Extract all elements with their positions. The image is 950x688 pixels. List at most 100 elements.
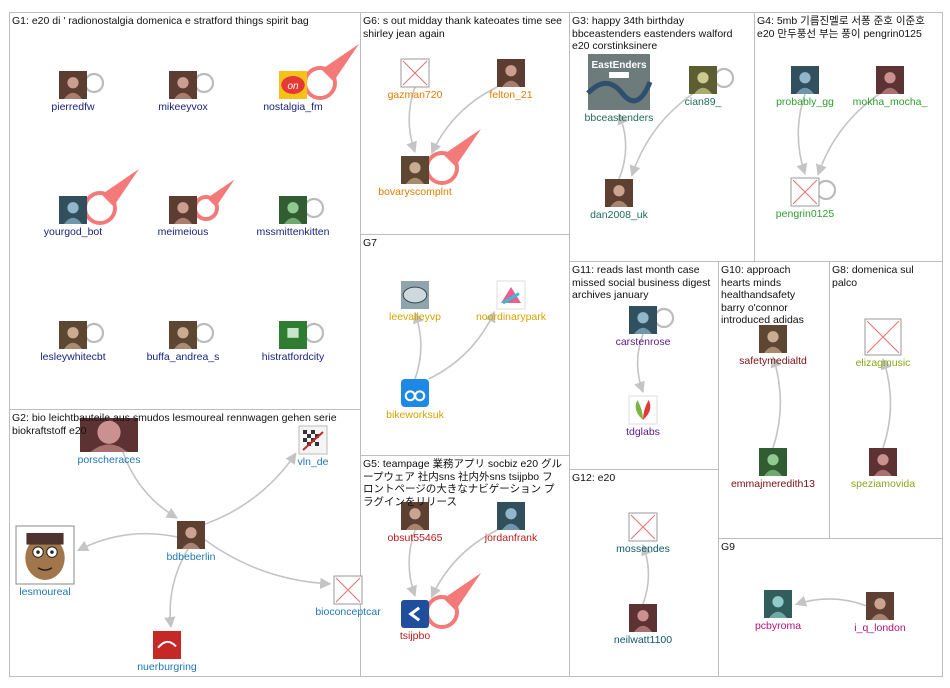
avatar-icon xyxy=(764,590,792,618)
avatar-icon xyxy=(401,502,429,530)
node-buffa_andrea_s[interactable]: buffa_andrea_s xyxy=(147,321,220,363)
node-yourgod_bot[interactable]: yourgod_bot xyxy=(44,196,102,238)
node-label: mssmittenkitten xyxy=(257,226,330,238)
node-carstenrose[interactable]: carstenrose xyxy=(616,306,671,348)
edge-porscheraces-bdbeberlin xyxy=(122,451,178,519)
edge-obsut55465-tsijpbo xyxy=(406,529,417,598)
node-label: pengrin0125 xyxy=(776,208,835,220)
node-label: dan2008_uk xyxy=(590,209,649,221)
group-title-g7: G7 xyxy=(363,237,378,249)
node-obsut55465[interactable]: obsut55465 xyxy=(388,502,443,544)
node-lesmoureal[interactable]: lesmoureal xyxy=(15,525,75,598)
flag-logo-icon xyxy=(298,425,328,455)
edge-bikeworksuk-noordinarypark xyxy=(428,310,496,380)
node-tsijpbo[interactable]: tsijpbo xyxy=(400,600,431,642)
node-cian89_[interactable]: cian89_ xyxy=(685,66,722,108)
node-bovaryscomplnt[interactable]: bovaryscomplnt xyxy=(378,156,452,198)
node-elizagmusic[interactable]: elizagmusic xyxy=(856,318,911,369)
node-lesleywhitecbt[interactable]: lesleywhitecbt xyxy=(40,321,106,363)
node-jordanfrank[interactable]: jordanfrank xyxy=(484,502,538,544)
node-i_q_london[interactable]: i_q_london xyxy=(854,592,906,634)
node-label: bovaryscomplnt xyxy=(378,186,452,198)
avatar-icon xyxy=(629,306,657,334)
node-leevalleyvp[interactable]: leevalleyvp xyxy=(389,281,441,323)
node-porscheraces[interactable]: porscheraces xyxy=(77,418,141,466)
node-label: histratfordcity xyxy=(262,351,325,363)
node-bdbeberlin[interactable]: bdbeberlin xyxy=(166,521,216,563)
node-bikeworksuk[interactable]: bikeworksuk xyxy=(386,379,445,421)
edge-bikeworksuk-leevalleyvp xyxy=(413,311,424,380)
group-title-g12: G12: e20 xyxy=(572,472,616,484)
group-panel-g6 xyxy=(360,12,570,235)
node-pengrin0125[interactable]: pengrin0125 xyxy=(776,177,835,220)
node-vln_de[interactable]: vln_de xyxy=(298,425,329,468)
eastenders-logo-icon: EastEnders xyxy=(586,54,653,110)
group-panel-g4 xyxy=(754,12,943,262)
node-gazman720[interactable]: gazman720 xyxy=(388,58,443,101)
avatar-icon xyxy=(80,418,138,452)
broken-image-icon xyxy=(790,177,820,207)
node-label: meimeious xyxy=(158,226,209,238)
node-bbceastenders[interactable]: EastEnders bbceastenders xyxy=(585,54,654,124)
edge-bdbeberlin-vln_de xyxy=(204,452,297,525)
node-meimeious[interactable]: meimeious xyxy=(158,196,209,238)
node-label: bioconceptcar xyxy=(315,606,381,618)
node-label: elizagmusic xyxy=(856,357,911,369)
velodrome-icon xyxy=(401,281,429,309)
node-mikeeyvox[interactable]: mikeeyvox xyxy=(158,71,209,113)
circuit-logo-icon xyxy=(153,631,181,659)
node-nuerburgring[interactable]: nuerburgring xyxy=(137,631,197,673)
group-title-g5: G5: teampage 業務アプリ socbiz e20 グループウェア 社内… xyxy=(363,458,562,508)
node-pierredfw[interactable]: pierredfw xyxy=(51,71,95,113)
edge-bdbeberlin-bioconceptcar xyxy=(204,539,332,589)
node-label: vln_de xyxy=(298,456,329,468)
node-felton_21[interactable]: felton_21 xyxy=(489,59,533,101)
broken-image-icon xyxy=(628,512,658,542)
node-label: obsut55465 xyxy=(388,532,443,544)
chevron-logo-icon xyxy=(401,600,429,628)
node-pcbyroma[interactable]: pcbyroma xyxy=(755,590,801,632)
node-safetymedialtd[interactable]: safetymedialtd xyxy=(739,325,807,367)
group-title-g6: G6: s out midday thank kateoates time se… xyxy=(363,15,563,40)
node-label: mikeeyvox xyxy=(158,101,208,113)
node-mokha_mocha_[interactable]: mokha_mocha_ xyxy=(853,66,928,108)
node-label: mossendes xyxy=(616,543,670,555)
edge-carstenrose-tdglabs xyxy=(634,333,645,394)
node-histratfordcity[interactable]: histratfordcity xyxy=(262,321,325,363)
node-label: leevalleyvp xyxy=(389,311,441,323)
node-dan2008_uk[interactable]: dan2008_uk xyxy=(590,179,649,221)
park-logo-icon xyxy=(496,280,526,310)
node-label: speziamovida xyxy=(851,478,915,490)
node-label: noordinarypark xyxy=(476,311,547,323)
node-noordinarypark[interactable]: noordinarypark xyxy=(476,280,547,323)
avatar-icon xyxy=(177,521,205,549)
group-panel-g9 xyxy=(718,538,943,677)
radio-logo-icon: on xyxy=(279,71,307,99)
group-title-g1: G1: e20 di ' radionostalgia domenica e s… xyxy=(12,15,309,27)
node-emmajmeredith13[interactable]: emmajmeredith13 xyxy=(731,448,815,490)
node-probably_gg[interactable]: probably_gg xyxy=(776,66,834,108)
group-panel-g7 xyxy=(360,234,570,456)
node-label: bbceastenders xyxy=(585,112,654,124)
node-label: probably_gg xyxy=(776,96,834,108)
node-label: nostalgia_fm xyxy=(263,101,323,113)
edge-i_q_london-pcbyroma xyxy=(794,595,867,607)
node-mossendes[interactable]: mossendes xyxy=(616,512,670,555)
node-neilwatt1100[interactable]: neilwatt1100 xyxy=(614,604,672,646)
node-label: pcbyroma xyxy=(755,620,801,632)
node-tdglabs[interactable]: tdglabs xyxy=(626,395,660,438)
cartoon-face-icon xyxy=(15,525,75,585)
avatar-icon xyxy=(689,66,717,94)
avatar-icon xyxy=(59,196,87,224)
group-panel-g5 xyxy=(360,455,570,677)
edge-emmajmeredith13-safetymedialtd xyxy=(770,355,782,449)
edge-neilwatt1100-mossendes xyxy=(641,543,652,605)
edge-gazman720-bovaryscomplnt xyxy=(406,86,417,154)
node-nostalgia_fm[interactable]: on nostalgia_fm xyxy=(263,71,323,113)
node-mssmittenkitten[interactable]: mssmittenkitten xyxy=(257,196,330,238)
node-label: tsijpbo xyxy=(400,630,431,642)
node-label: safetymedialtd xyxy=(739,355,807,367)
node-bioconceptcar[interactable]: bioconceptcar xyxy=(315,575,381,618)
node-speziamovida[interactable]: speziamovida xyxy=(851,448,915,490)
avatar-icon xyxy=(59,321,87,349)
